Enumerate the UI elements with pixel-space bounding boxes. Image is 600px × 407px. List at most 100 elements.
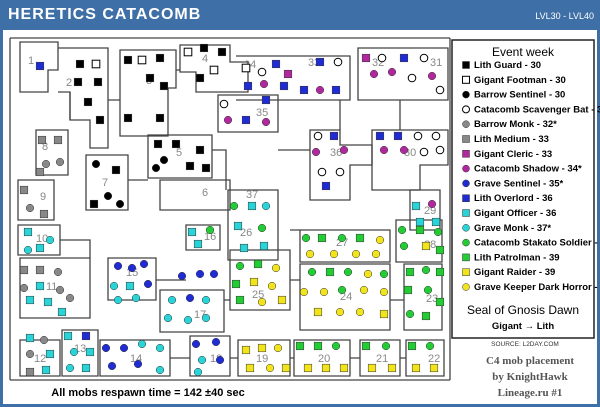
legend-marker [462, 283, 470, 291]
mob-marker [351, 249, 361, 259]
mob-marker [343, 267, 353, 277]
room-number: 2 [66, 77, 72, 89]
mob-marker [277, 295, 287, 305]
mob-marker [299, 287, 309, 297]
mob-marker [243, 81, 253, 91]
mob-marker [313, 307, 323, 317]
mob-marker [295, 341, 305, 351]
room-number: 35 [256, 107, 268, 119]
legend-item-label: Lith Medium - 33 [474, 134, 549, 145]
legend-item-label: Gigant Footman - 30 [474, 75, 566, 86]
mob-marker [93, 77, 103, 87]
mob-marker [381, 341, 391, 351]
mob-marker [407, 341, 417, 351]
mob-marker [89, 199, 99, 209]
mob-marker [185, 161, 195, 171]
mob-marker [393, 131, 403, 141]
mob-marker [329, 249, 339, 259]
mob-marker [65, 363, 75, 373]
legend-title: Event week [492, 45, 555, 59]
legend-item-label: Lith Patrolman - 39 [474, 252, 560, 263]
room-number: 29 [424, 205, 436, 217]
mob-marker [183, 315, 193, 325]
legend-item-label: Catacomb Scavenger Bat - 31* [474, 104, 600, 115]
mob-marker [201, 295, 211, 305]
legend-item-label: Gigant Cleric - 33 [474, 149, 552, 160]
mob-marker [355, 233, 365, 243]
legend-item-label: Gigant Officer - 36 [474, 208, 556, 219]
credit-line-3: Lineage.ru #1 [498, 387, 563, 399]
mob-marker [331, 85, 341, 95]
mob-marker [335, 307, 345, 317]
mob-marker [143, 279, 153, 289]
mob-marker [435, 85, 445, 95]
mob-marker [231, 279, 241, 289]
mob-marker [35, 61, 45, 71]
mob-marker [301, 233, 311, 243]
mob-marker [235, 295, 245, 305]
mob-marker [379, 269, 389, 279]
mob-marker [185, 293, 195, 303]
legend-marker [462, 105, 470, 114]
mob-marker [137, 55, 147, 65]
mob-marker [131, 293, 141, 303]
mob-marker [321, 363, 331, 373]
mob-marker [265, 363, 275, 373]
mob-marker [421, 241, 431, 251]
mob-marker [421, 265, 431, 275]
mob-marker [361, 53, 371, 63]
room-number: 6 [202, 187, 208, 199]
mob-marker [187, 227, 197, 237]
mob-marker [435, 245, 445, 255]
mob-marker [197, 355, 207, 365]
mob-marker [379, 309, 389, 319]
mob-marker [407, 73, 417, 83]
mob-marker [425, 341, 435, 351]
mob-marker [363, 269, 373, 279]
mob-marker [315, 57, 325, 67]
mob-marker [35, 265, 45, 275]
room-number: 20 [318, 353, 330, 365]
mob-marker [419, 53, 429, 63]
mob-marker [123, 55, 133, 65]
mob-marker [325, 267, 335, 277]
mob-marker [387, 363, 397, 373]
mob-marker [65, 293, 75, 303]
mob-marker [249, 277, 259, 287]
room-number: 5 [176, 147, 182, 159]
mob-marker [223, 115, 233, 125]
room-number: 22 [428, 353, 440, 365]
mob-marker [229, 201, 239, 211]
room-number: 9 [40, 191, 46, 203]
mob-marker [201, 163, 211, 173]
mob-marker [435, 297, 445, 307]
mob-marker [35, 281, 45, 291]
mob-marker [25, 349, 35, 359]
mob-marker [81, 331, 91, 341]
mob-marker [37, 135, 47, 145]
mob-marker [183, 47, 193, 57]
mob-marker [115, 199, 125, 209]
mob-marker [375, 235, 385, 245]
mob-marker [399, 145, 409, 155]
legend-marker [462, 164, 470, 173]
room-number: 21 [376, 353, 388, 365]
mob-marker [153, 139, 163, 149]
seal-title: Seal of Gnosis Dawn [467, 303, 579, 317]
mob-marker [241, 63, 251, 73]
seal-text: Gigant → Lith [492, 321, 554, 332]
mob-marker [429, 363, 439, 373]
room-number: 26 [240, 227, 252, 239]
mob-marker [23, 227, 33, 237]
mob-marker [317, 233, 327, 243]
mob-marker [195, 269, 205, 279]
legend-item-label: Barrow Monk - 32* [474, 119, 557, 130]
mob-marker [219, 99, 229, 109]
mob-marker [155, 113, 165, 123]
mob-marker [423, 285, 433, 295]
mob-marker [415, 225, 425, 235]
room-number: 7 [102, 177, 108, 189]
mob-marker [201, 313, 211, 323]
